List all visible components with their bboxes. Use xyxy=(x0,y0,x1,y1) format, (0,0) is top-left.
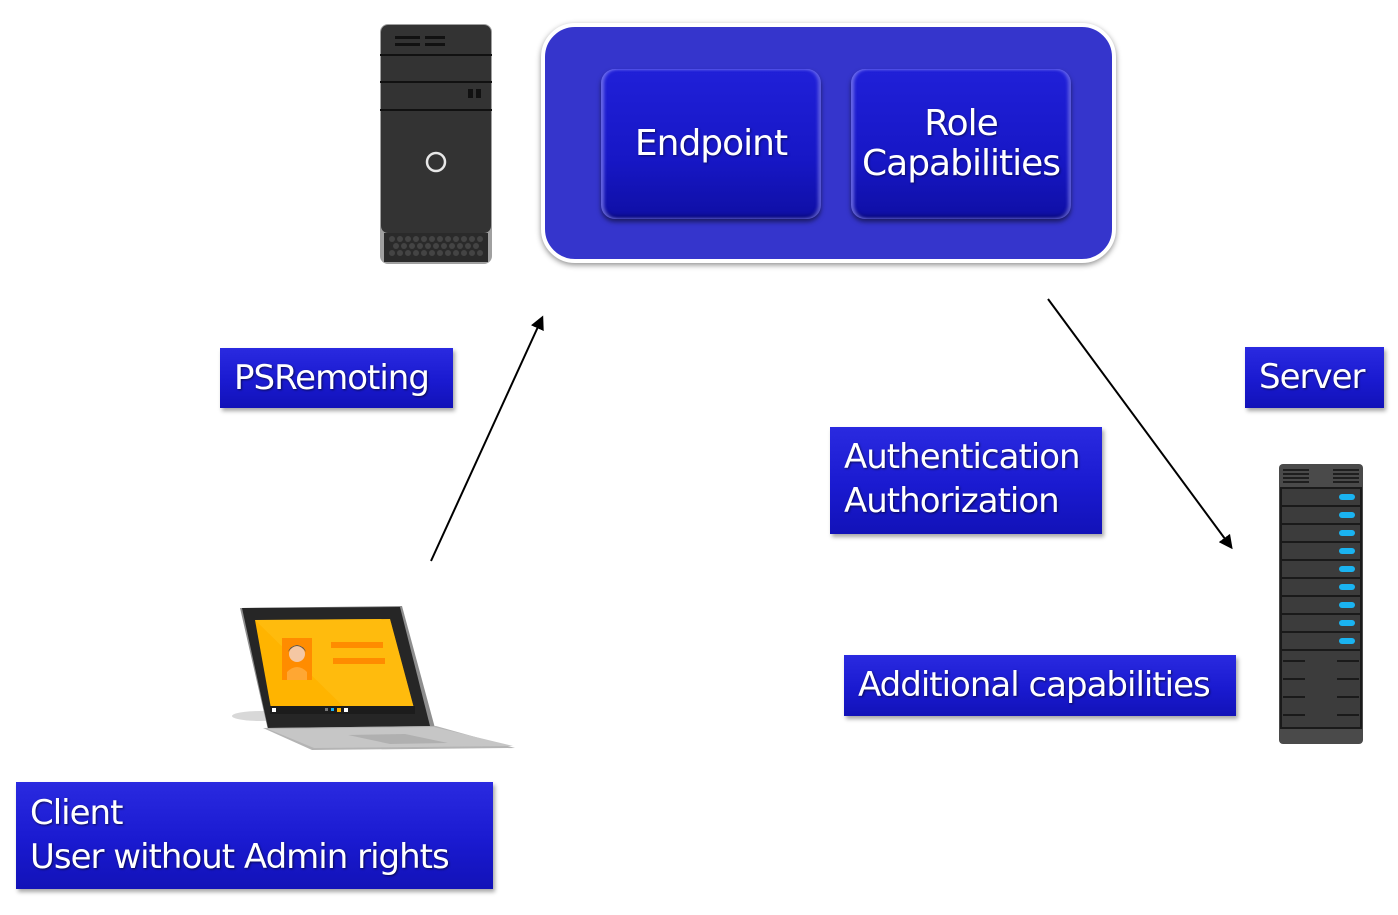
authentication-text: Authentication xyxy=(844,437,1081,477)
auth-label: Authentication Authorization xyxy=(830,427,1102,534)
server-text: Server xyxy=(1259,357,1365,397)
role-capabilities-box[interactable]: Role Capabilities xyxy=(851,69,1071,219)
arrow-client-to-endpoint xyxy=(430,315,544,562)
role-capabilities-line-1: Role xyxy=(924,103,999,144)
endpoint-label: Endpoint xyxy=(634,123,788,164)
psremoting-text: PSRemoting xyxy=(234,358,430,398)
endpoint-group: Endpoint Role Capabilities xyxy=(541,23,1116,263)
additional-capabilities-text: Additional capabilities xyxy=(858,665,1211,705)
server-label: Server xyxy=(1245,347,1384,408)
client-label: Client User without Admin rights xyxy=(16,782,493,889)
role-capabilities-line-2: Capabilities xyxy=(862,143,1061,184)
additional-capabilities-label: Additional capabilities xyxy=(844,655,1236,716)
authorization-text: Authorization xyxy=(844,481,1060,521)
client-text: Client xyxy=(30,793,123,833)
arrow-endpoint-to-server xyxy=(1047,298,1233,550)
desktop-tower-icon xyxy=(380,24,492,264)
endpoint-box[interactable]: Endpoint xyxy=(601,69,821,219)
server-rack-icon xyxy=(1279,464,1363,744)
client-user-text: User without Admin rights xyxy=(30,837,450,877)
laptop-login-icon xyxy=(230,602,520,754)
psremoting-label: PSRemoting xyxy=(220,348,453,408)
